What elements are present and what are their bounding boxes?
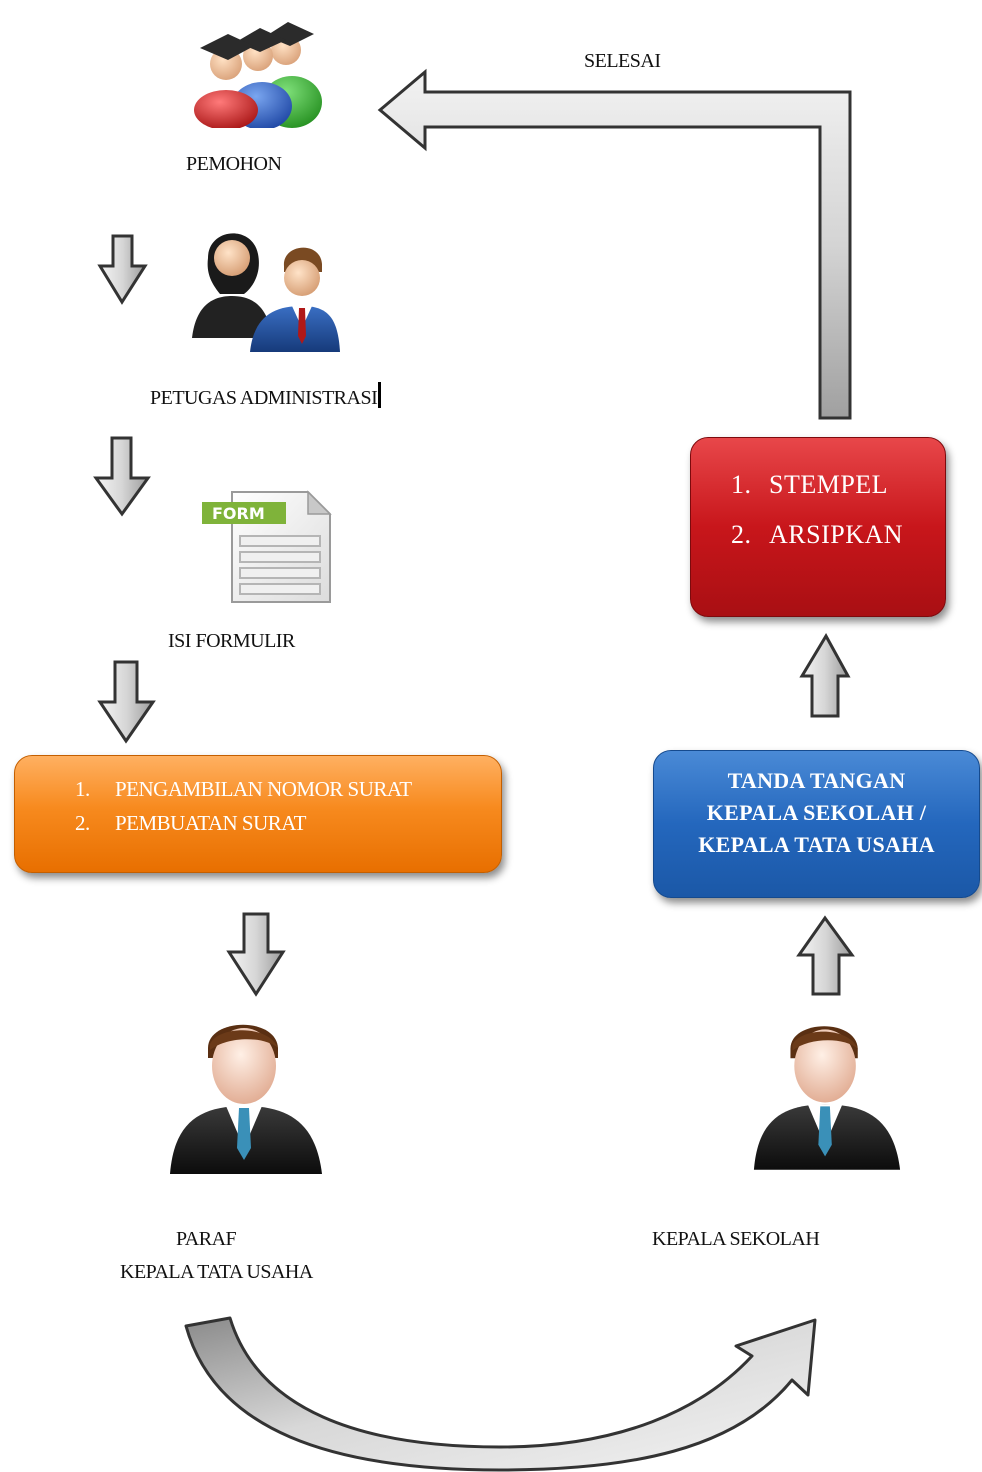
graduates-icon <box>194 22 322 128</box>
form-label: FORM <box>212 504 265 523</box>
kepala-tata-usaha-label: KEPALA TATA USAHA <box>120 1261 313 1283</box>
kepala-sekolah-label: KEPALA SEKOLAH <box>652 1228 820 1250</box>
down-arrow-3 <box>97 660 156 744</box>
isi-formulir-label: ISI FORMULIR <box>168 630 295 652</box>
selesai-label: SELESAI <box>584 50 661 72</box>
curved-arrow <box>184 1316 817 1472</box>
blue-signature-box: TANDA TANGAN KEPALA SEKOLAH / KEPALA TAT… <box>653 750 980 898</box>
down-arrow-1 <box>97 234 148 305</box>
orange-item-2: 2.PEMBUATAN SURAT <box>75 811 306 835</box>
admin-staff-icon <box>192 233 340 352</box>
businessman-icon-right <box>753 1026 901 1170</box>
orange-process-box: 1.PENGAMBILAN NOMOR SURAT 2.PEMBUATAN SU… <box>14 755 502 873</box>
blue-line-2: KEPALA SEKOLAH / <box>706 800 927 825</box>
selesai-return-arrow <box>377 68 852 420</box>
businessman-icon-left <box>170 1024 322 1174</box>
blue-line-1: TANDA TANGAN <box>727 768 906 793</box>
red-item-1: 1.STEMPEL <box>731 470 889 499</box>
red-item-2: 2.ARSIPKAN <box>731 520 904 549</box>
up-arrow-2 <box>796 915 855 996</box>
blue-line-3: KEPALA TATA USAHA <box>698 832 935 857</box>
orange-item-1: 1.PENGAMBILAN NOMOR SURAT <box>75 777 412 801</box>
petugas-administrasi-text: PETUGAS ADMINISTRASI <box>150 387 378 409</box>
text-cursor <box>378 382 382 408</box>
down-arrow-2 <box>93 436 151 517</box>
red-archive-box: 1.STEMPEL 2.ARSIPKAN <box>690 437 946 617</box>
paraf-label: PARAF <box>176 1228 237 1250</box>
pemohon-label: PEMOHON <box>186 153 282 175</box>
form-document-icon: FORM <box>202 490 332 603</box>
petugas-administrasi-label: PETUGAS ADMINISTRASI <box>150 382 382 410</box>
up-arrow-1 <box>799 632 851 718</box>
down-arrow-4 <box>226 912 286 997</box>
